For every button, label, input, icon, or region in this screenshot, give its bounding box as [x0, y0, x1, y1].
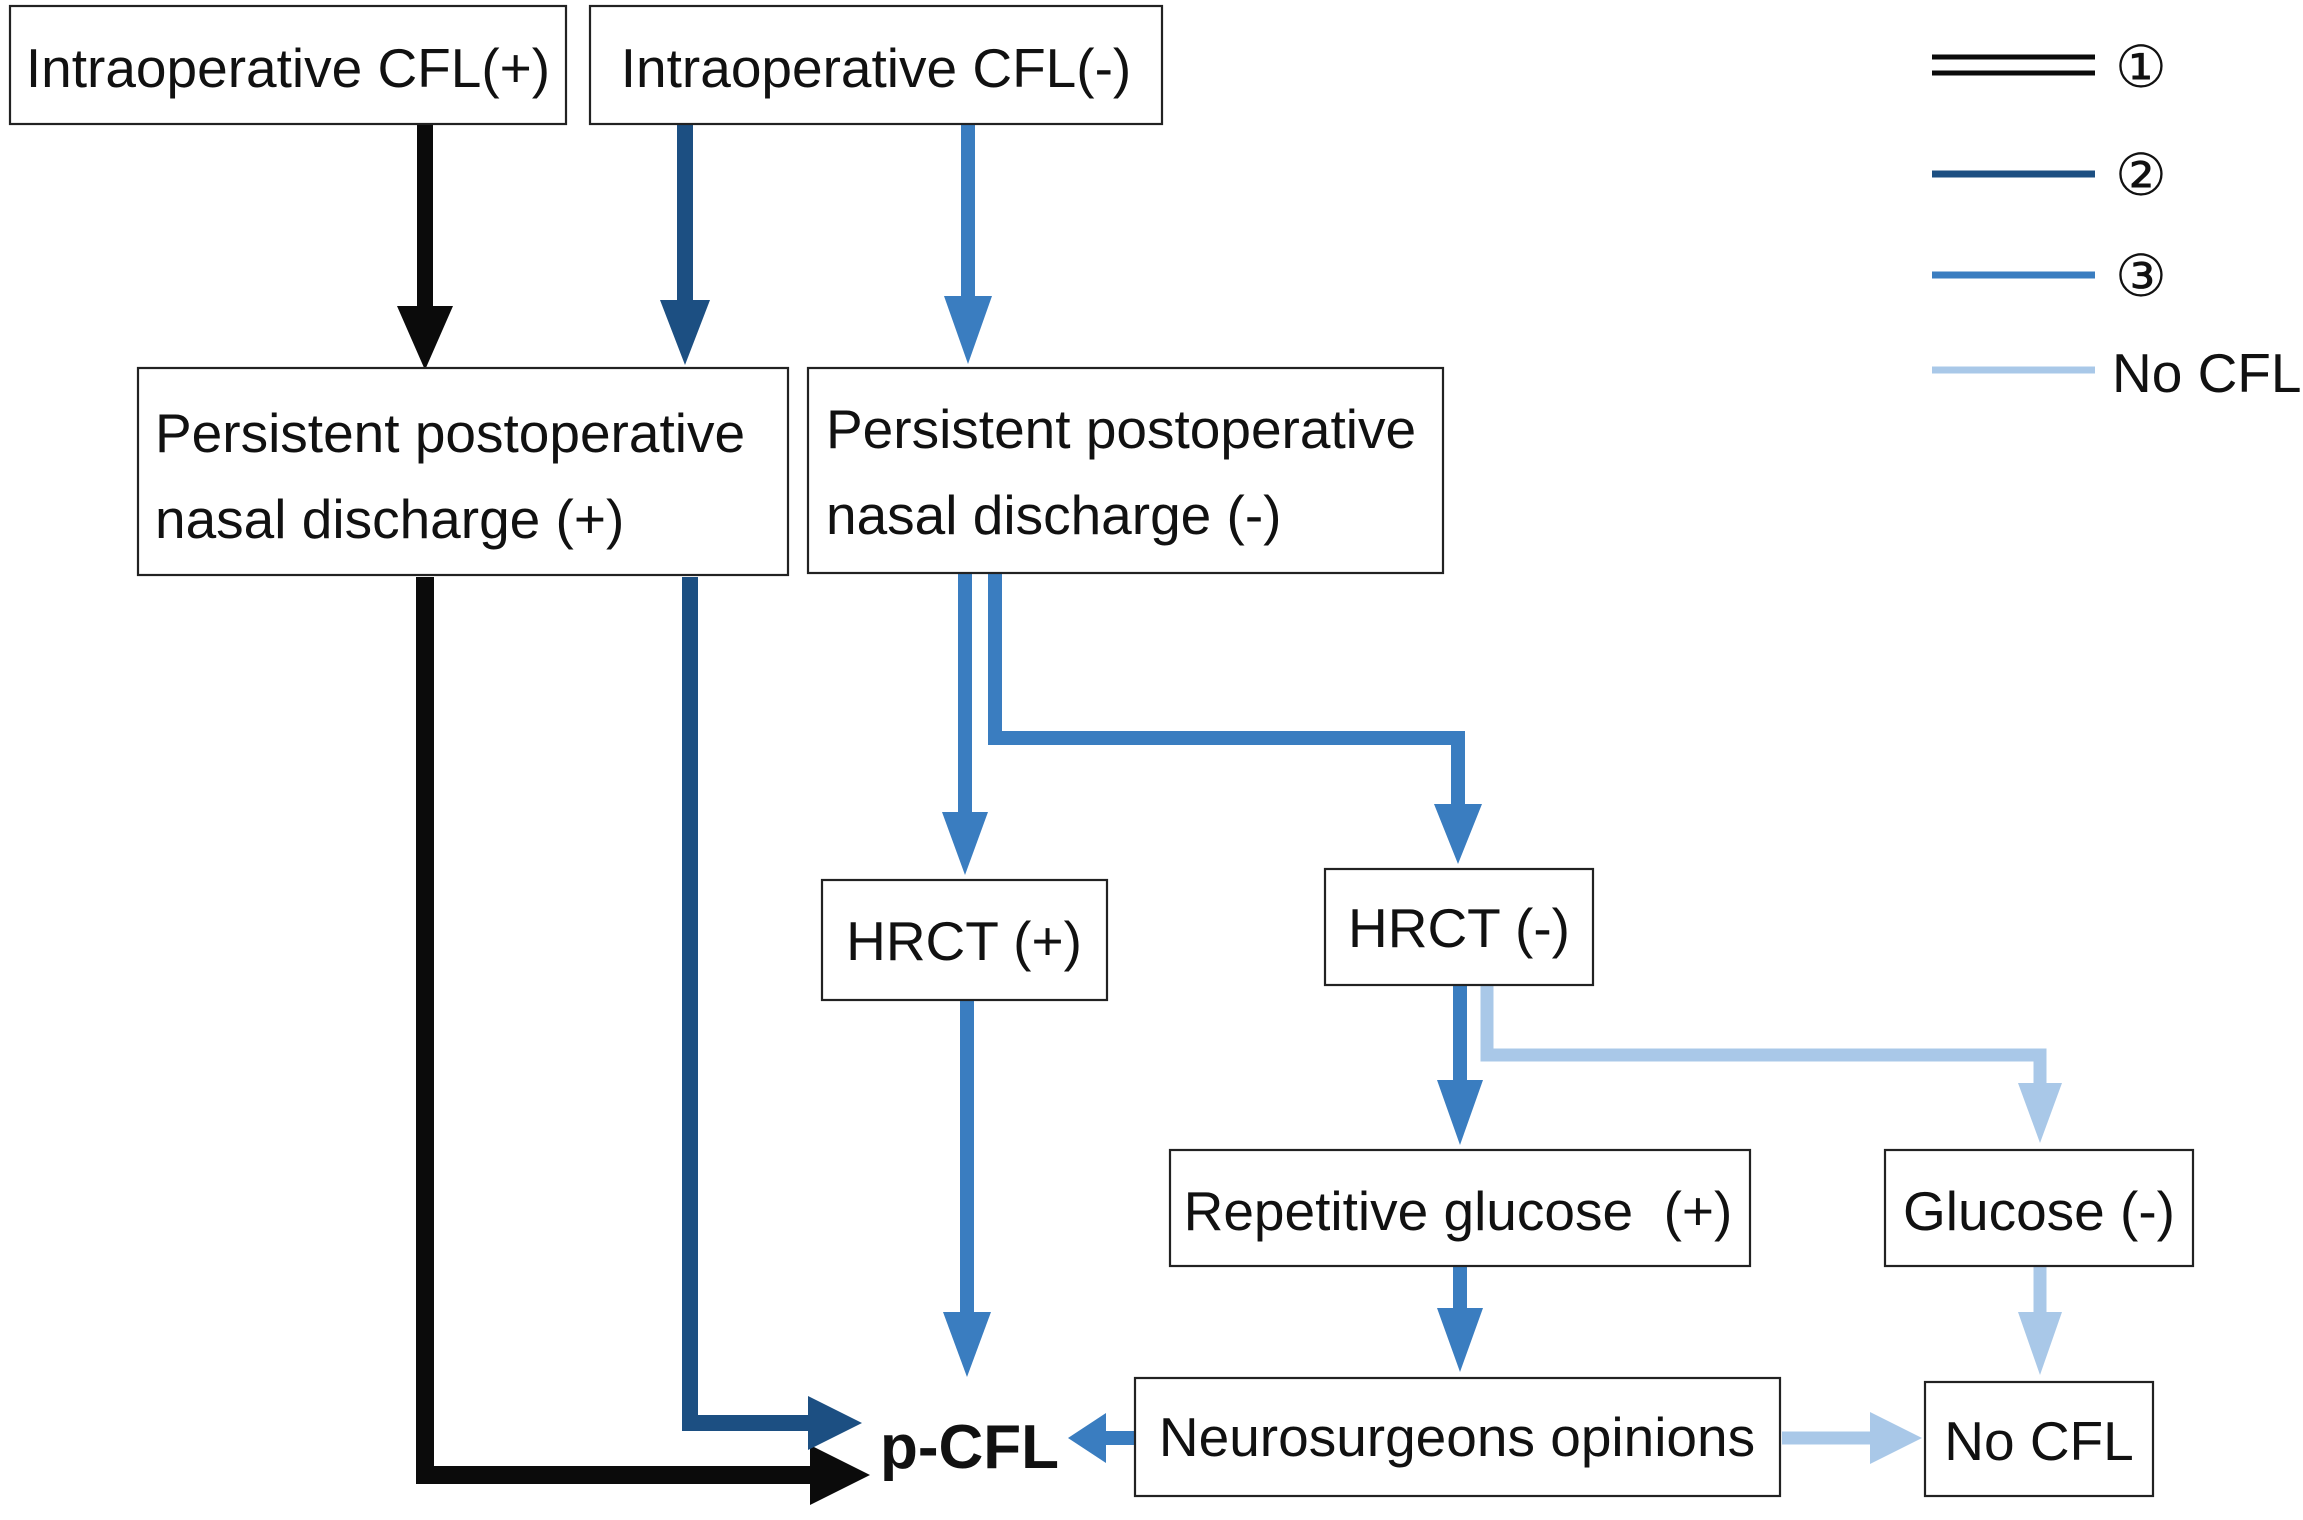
- connectors: [397, 124, 2062, 1505]
- nocfl-arrowhead-nocfl-left: [1870, 1412, 1922, 1464]
- legend-item-no-cfl-label: No CFL: [2112, 342, 2302, 404]
- node-neurosurgeons-opinions: Neurosurgeons opinions: [1133, 1376, 1782, 1498]
- legend: ① ② ③ No CFL: [1932, 35, 2302, 404]
- node-glucose-pos-label: Repetitive glucose (+): [1184, 1180, 1733, 1242]
- path2-arrowhead-pcfl: [808, 1396, 862, 1450]
- path3-arrowhead-discharge: [944, 296, 992, 364]
- path1-arrowhead-discharge: [397, 306, 453, 370]
- nocfl-line-hrct-neg-to-glucose-neg: [1480, 985, 2047, 1090]
- legend-item-3-label: ③: [2115, 244, 2167, 309]
- path3-arrowhead-neuro: [1437, 1308, 1483, 1372]
- path3-arrowhead-glucose-pos: [1437, 1080, 1483, 1145]
- path3-arrowhead-pcfl-left: [1068, 1413, 1106, 1463]
- legend-item-no-cfl: No CFL: [1932, 342, 2302, 404]
- path2-connectors: [660, 124, 862, 1450]
- path1-line-discharge-to-pcfl: [416, 577, 818, 1484]
- node-p-cfl: p-CFL: [880, 1413, 1059, 1482]
- node-intraop-cfl-neg-label: Intraoperative CFL(-): [621, 37, 1131, 99]
- path2-arrowhead-discharge: [660, 300, 710, 365]
- path1-arrowhead-pcfl: [810, 1445, 870, 1505]
- path3-arrowhead-pcfl-top: [943, 1312, 991, 1377]
- node-hrct-neg: HRCT (-): [1323, 867, 1595, 987]
- node-discharge-neg-label-line2: nasal discharge (-): [826, 484, 1281, 546]
- node-intraop-cfl-neg: Intraoperative CFL(-): [588, 4, 1164, 126]
- legend-item-3: ③: [1932, 244, 2167, 309]
- node-discharge-pos-label-line1: Persistent postoperative: [155, 402, 745, 464]
- node-glucose-neg: Glucose (-): [1883, 1148, 2195, 1268]
- path3-line-discharge-to-hrct-neg: [988, 573, 1465, 812]
- node-no-cfl: No CFL: [1923, 1380, 2155, 1498]
- legend-item-1: ①: [1932, 35, 2167, 100]
- node-intraop-cfl-pos: Intraoperative CFL(+): [8, 4, 568, 126]
- nodes: Intraoperative CFL(+) Intraoperative CFL…: [8, 4, 2195, 1498]
- node-discharge-neg-label-line1: Persistent postoperative: [826, 398, 1416, 460]
- node-hrct-neg-label: HRCT (-): [1348, 897, 1570, 959]
- nocfl-arrowhead-glucose-neg: [2018, 1083, 2062, 1143]
- path2-line-discharge-to-pcfl: [682, 577, 815, 1431]
- nocfl-connectors: [1480, 985, 2062, 1464]
- node-discharge-neg: Persistent postoperative nasal discharge…: [806, 366, 1445, 575]
- path1-connectors: [397, 124, 870, 1505]
- node-no-cfl-label: No CFL: [1944, 1410, 2134, 1472]
- path3-connectors: [942, 124, 1483, 1463]
- node-hrct-pos-label: HRCT (+): [846, 910, 1082, 972]
- path3-arrowhead-hrct-neg: [1434, 804, 1482, 864]
- node-glucose-pos: Repetitive glucose (+): [1168, 1148, 1752, 1268]
- node-glucose-neg-label: Glucose (-): [1903, 1180, 2175, 1242]
- path3-arrowhead-hrct-pos: [942, 812, 988, 875]
- node-hrct-pos: HRCT (+): [820, 878, 1109, 1002]
- node-discharge-pos: Persistent postoperative nasal discharge…: [136, 366, 790, 577]
- legend-item-2: ②: [1932, 143, 2167, 208]
- node-p-cfl-label: p-CFL: [880, 1413, 1059, 1482]
- legend-item-1-label: ①: [2115, 35, 2167, 100]
- nocfl-arrowhead-nocfl-top: [2018, 1312, 2062, 1375]
- node-intraop-cfl-pos-label: Intraoperative CFL(+): [26, 37, 550, 99]
- node-discharge-pos-label-line2: nasal discharge (+): [155, 488, 624, 550]
- legend-item-2-label: ②: [2115, 143, 2167, 208]
- node-neurosurgeons-opinions-label: Neurosurgeons opinions: [1159, 1406, 1755, 1468]
